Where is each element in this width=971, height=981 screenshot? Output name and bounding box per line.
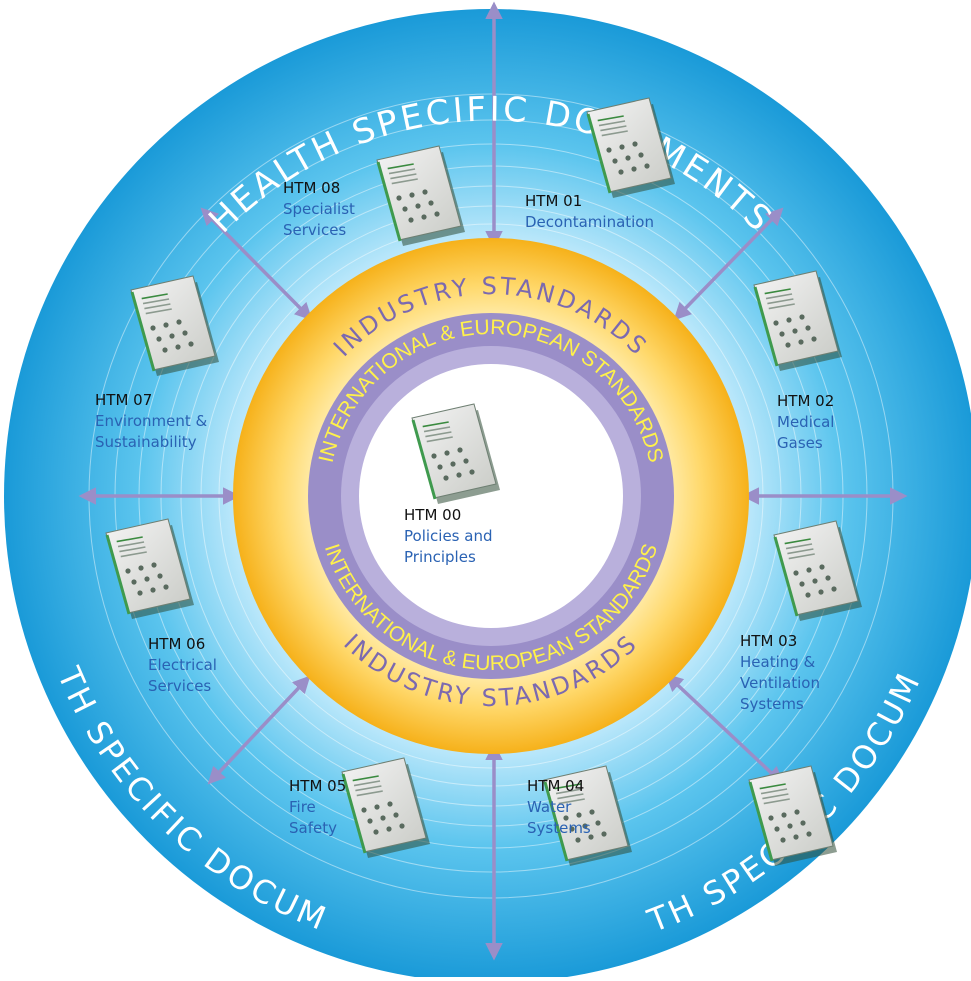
doc-code: HTM 01 — [525, 192, 583, 210]
document-booklet-icon — [543, 765, 632, 866]
doc-name: Environment & Sustainability — [95, 412, 208, 451]
doc-label-htm07: HTM 07 Environment & Sustainability — [95, 390, 235, 453]
document-booklet-icon — [376, 145, 465, 246]
doc-name: Specialist Services — [283, 200, 355, 239]
center-disc — [359, 364, 623, 628]
doc-name: Medical Gases — [777, 413, 835, 452]
doc-code: HTM 07 — [95, 391, 153, 409]
doc-label-htm05: HTM 05 Fire Safety — [289, 776, 351, 839]
document-booklet-icon — [411, 403, 500, 504]
doc-label-htm03: HTM 03 Heating & Ventilation Systems — [740, 631, 840, 715]
double-arrow — [207, 675, 311, 785]
doc-name: Heating & Ventilation Systems — [740, 653, 820, 713]
double-arrow — [673, 207, 784, 321]
doc-label-htm04: HTM 04 Water Systems — [527, 776, 609, 839]
doc-code: HTM 06 — [148, 635, 206, 653]
doc-code: HTM 08 — [283, 179, 341, 197]
arrows — [78, 1, 908, 961]
document-booklet-icon — [773, 520, 862, 621]
document-booklet-icon — [753, 270, 842, 371]
doc-name: Decontamination — [525, 213, 654, 231]
doc-name: Fire Safety — [289, 798, 337, 837]
doc-code: HTM 03 — [740, 632, 798, 650]
doc-name: Electrical Services — [148, 656, 217, 695]
center-code: HTM 00 — [404, 506, 462, 524]
document-booklet-icon — [586, 97, 675, 198]
doc-label-htm06: HTM 06 Electrical Services — [148, 634, 238, 697]
doc-name: Water Systems — [527, 798, 591, 837]
center-name-line2: Principles — [404, 548, 476, 566]
double-arrow — [665, 673, 784, 785]
doc-label-htm01: HTM 01 Decontamination — [525, 191, 685, 233]
double-arrow — [200, 207, 313, 321]
document-icons — [105, 97, 862, 866]
document-booklet-icon — [748, 765, 837, 866]
center-label: HTM 00 Policies and Principles — [404, 505, 492, 568]
document-booklet-icon — [130, 275, 219, 376]
center-name-line1: Policies and — [404, 527, 493, 545]
doc-code: HTM 05 — [289, 777, 347, 795]
doc-code: HTM 04 — [527, 777, 585, 795]
document-booklet-icon — [105, 518, 194, 619]
doc-label-htm02: HTM 02 Medical Gases — [777, 391, 849, 454]
doc-label-htm08: HTM 08 Specialist Services — [283, 178, 373, 241]
doc-code: HTM 02 — [777, 392, 835, 410]
document-booklet-icon — [341, 757, 430, 858]
